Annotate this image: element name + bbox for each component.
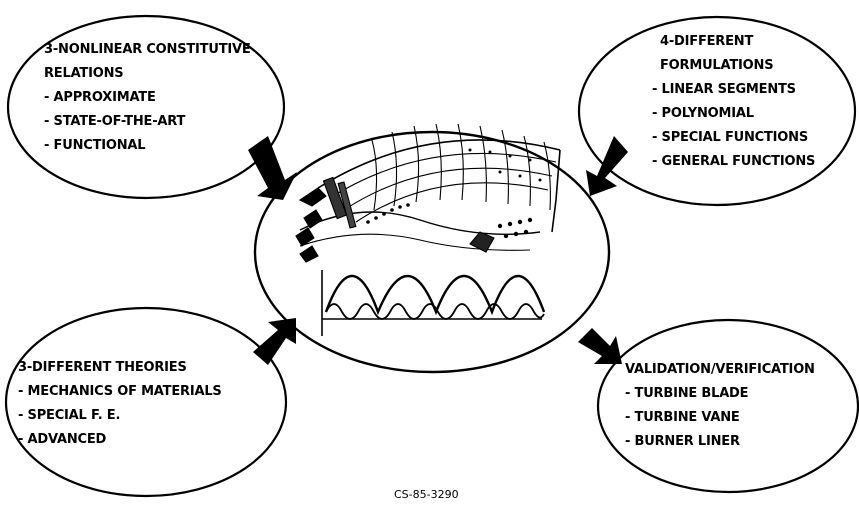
- bottom-left-text: 3-DIFFERENT THEORIES MECHANICS OF MATERI…: [18, 356, 222, 452]
- bottom-right-title: VALIDATION/VERIFICATION: [625, 362, 815, 377]
- top-right-items: LINEAR SEGMENTS POLYNOMIAL SPECIAL FUNCT…: [652, 78, 816, 174]
- list-item: LINEAR SEGMENTS: [652, 78, 815, 102]
- list-item: POLYNOMIAL: [652, 102, 815, 126]
- cyclic-load-plot: [321, 270, 546, 336]
- list-item: BURNER LINER: [625, 430, 815, 454]
- turbine-illustration: [295, 123, 561, 263]
- top-right-title-line1: 4-DIFFERENT: [660, 34, 754, 49]
- list-item: TURBINE BLADE: [625, 382, 815, 406]
- figure-caption: CS-85-3290: [394, 488, 459, 501]
- list-item: ADVANCED: [18, 428, 222, 452]
- list-item: TURBINE VANE: [625, 406, 815, 430]
- arrow-top-right: [586, 136, 628, 196]
- arrow-bottom-right: [578, 328, 622, 364]
- top-left-text: 3-NONLINEAR CONSTITUTIVE RELATIONS APPRO…: [44, 38, 251, 158]
- bottom-left-title: 3-DIFFERENT THEORIES: [18, 360, 187, 375]
- list-item: MECHANICS OF MATERIALS: [18, 380, 222, 404]
- top-left-title-line2: RELATIONS: [44, 66, 124, 81]
- arrow-top-left: [248, 136, 297, 200]
- top-right-title-line2: FORMULATIONS: [660, 58, 774, 73]
- list-item: SPECIAL FUNCTIONS: [652, 126, 815, 150]
- list-item: FUNCTIONAL: [44, 134, 251, 158]
- arrow-bottom-left: [253, 318, 296, 365]
- primary-wave: [324, 274, 546, 316]
- top-right-text: 4-DIFFERENT FORMULATIONS: [660, 30, 774, 78]
- top-left-title-line1: 3-NONLINEAR CONSTITUTIVE: [44, 42, 251, 57]
- list-item: APPROXIMATE: [44, 86, 251, 110]
- bottom-right-text: VALIDATION/VERIFICATION TURBINE BLADE TU…: [625, 358, 815, 454]
- list-item: SPECIAL F. E.: [18, 404, 222, 428]
- list-item: STATE-OF-THE-ART: [44, 110, 251, 134]
- secondary-wave: [325, 303, 545, 320]
- list-item: GENERAL FUNCTIONS: [652, 150, 816, 174]
